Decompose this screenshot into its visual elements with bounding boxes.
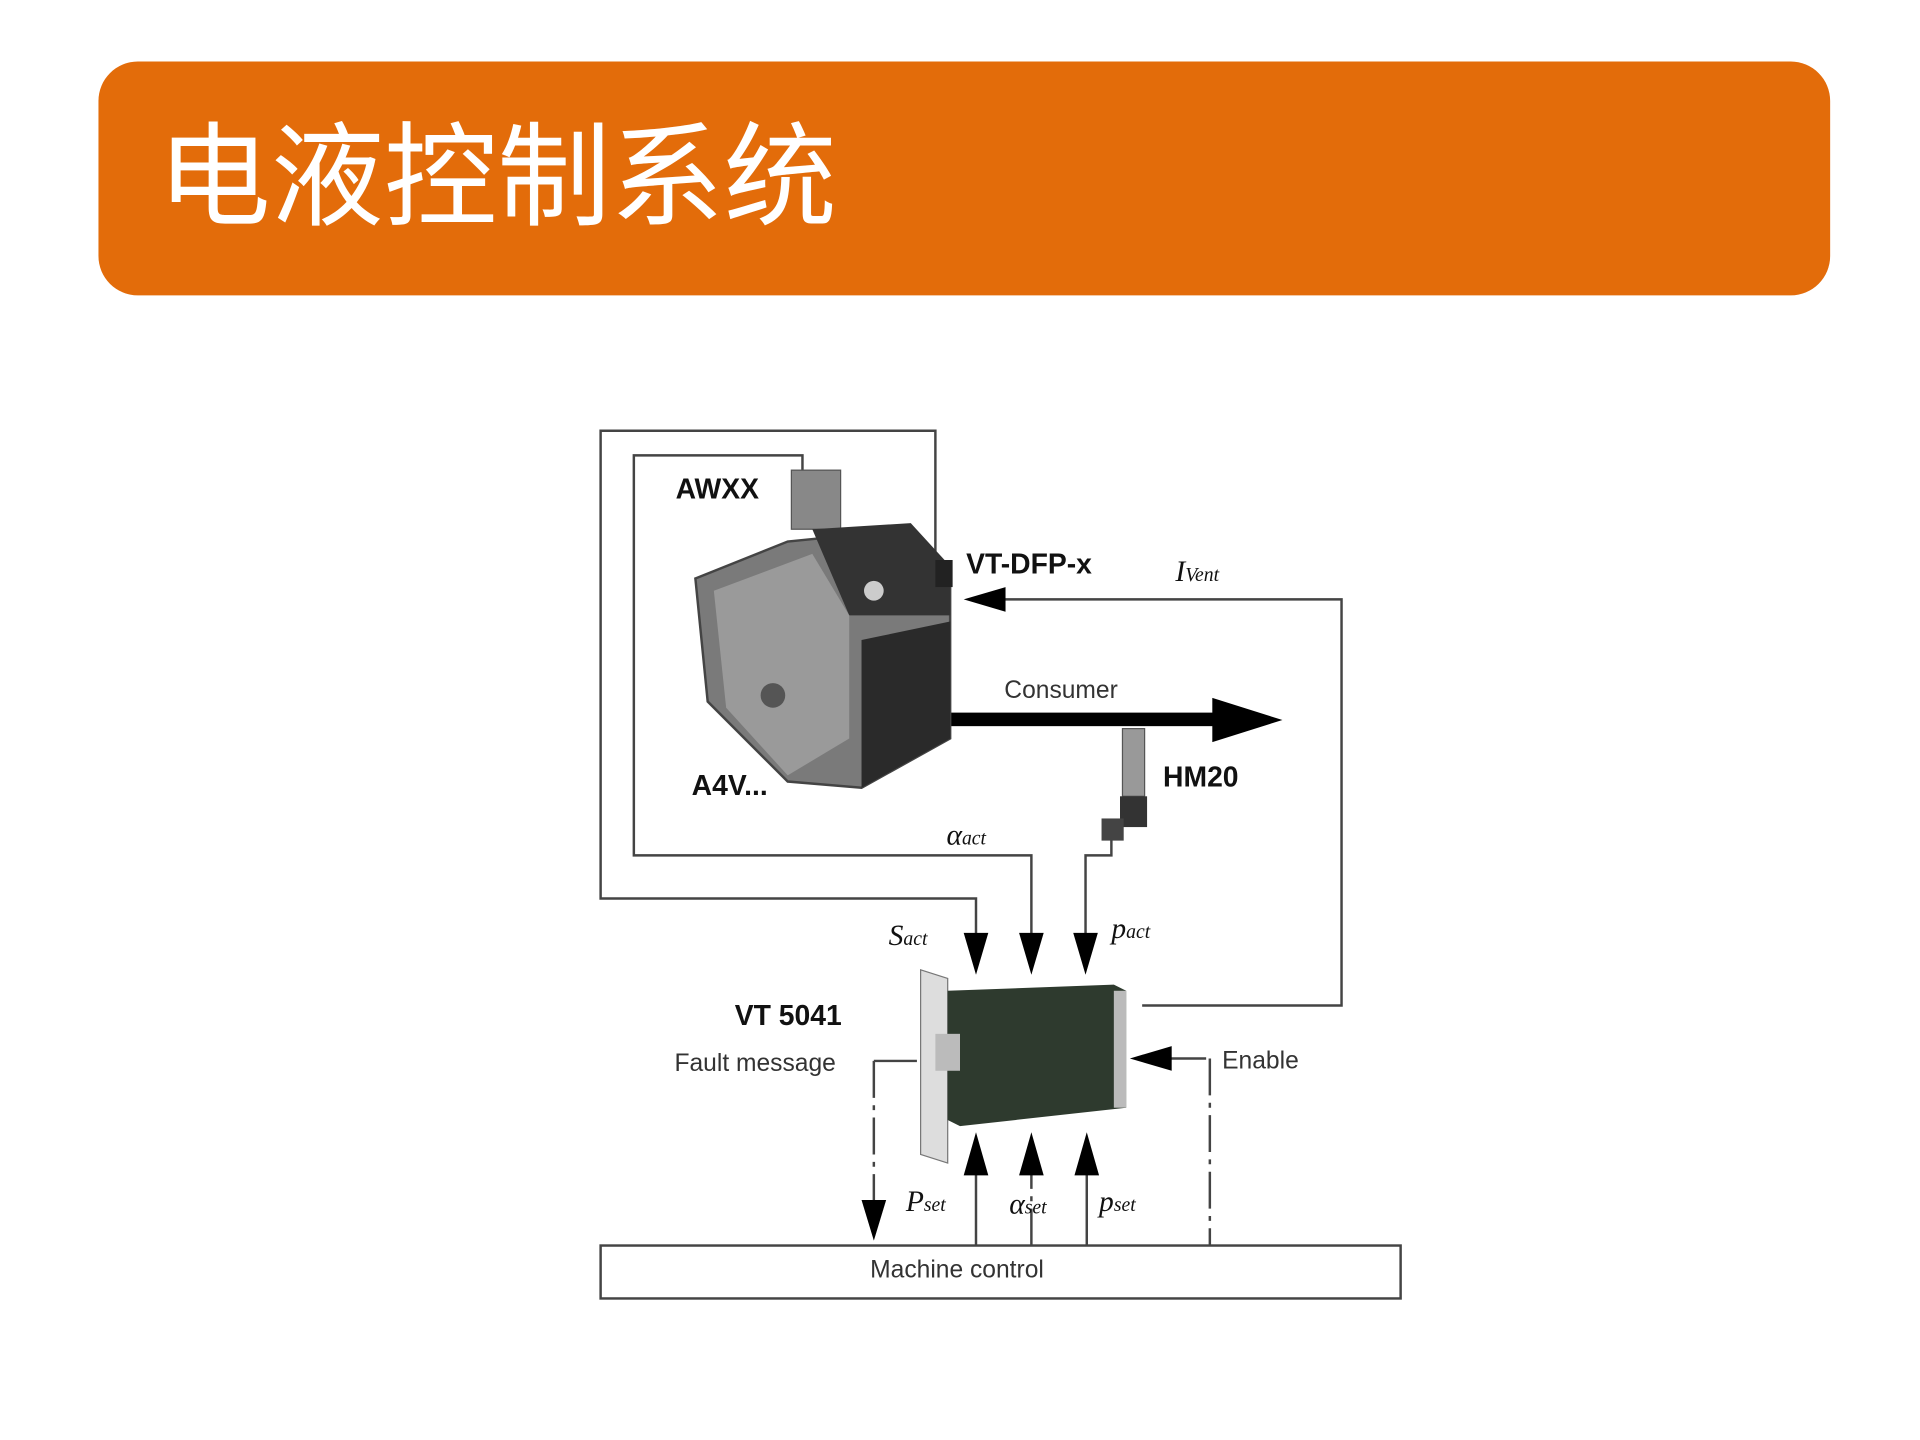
enable-label: Enable (1222, 1047, 1299, 1074)
pump-model-label: A4V... (692, 769, 768, 801)
arrowheads (861, 587, 1172, 1241)
pump-label: AWXX (676, 472, 759, 504)
machine-control-label: Machine control (870, 1257, 1044, 1284)
pump-image (694, 469, 953, 789)
arrow-P-set (963, 1132, 989, 1176)
consumer-label: Consumer (1004, 677, 1118, 704)
arrow-p-set (1074, 1132, 1100, 1176)
wiring (599, 429, 1343, 1246)
arrow-alpha-act (1019, 932, 1044, 975)
card-label: VT 5041 (735, 999, 842, 1031)
alpha-act-label: αact (946, 819, 986, 851)
alpha-set-label: αset (1009, 1189, 1047, 1221)
p-set-label: pset (1097, 1186, 1136, 1218)
fault-message-label: Fault message (674, 1050, 835, 1077)
title-banner (98, 61, 1831, 296)
arrow-enable (1129, 1046, 1172, 1071)
i-vent-line (1003, 598, 1343, 1007)
arrow-s-act (963, 932, 989, 975)
s-act-label: Sact (889, 920, 928, 952)
arrow-p-act (1073, 932, 1098, 975)
s-act-line (599, 429, 978, 942)
amplifier-card-image (920, 969, 1127, 1164)
alpha-act-line (632, 454, 1033, 942)
p-act-label: pact (1109, 913, 1150, 945)
valve-label: VT-DFP-x (966, 548, 1092, 580)
pressure-sensor-image (1101, 728, 1148, 841)
i-vent-label: IVent (1174, 556, 1219, 588)
arrow-fault (861, 1200, 887, 1241)
p-act-line (1084, 836, 1113, 942)
machine-control-box (599, 1244, 1402, 1300)
arrow-alpha-set (1019, 1132, 1044, 1176)
arrow-i-vent (963, 587, 1006, 612)
P-set-label: Pset (905, 1186, 946, 1218)
sensor-label: HM20 (1163, 760, 1238, 792)
page-title: 电液控制系统 (158, 117, 837, 242)
consumer-arrow (950, 697, 1283, 743)
